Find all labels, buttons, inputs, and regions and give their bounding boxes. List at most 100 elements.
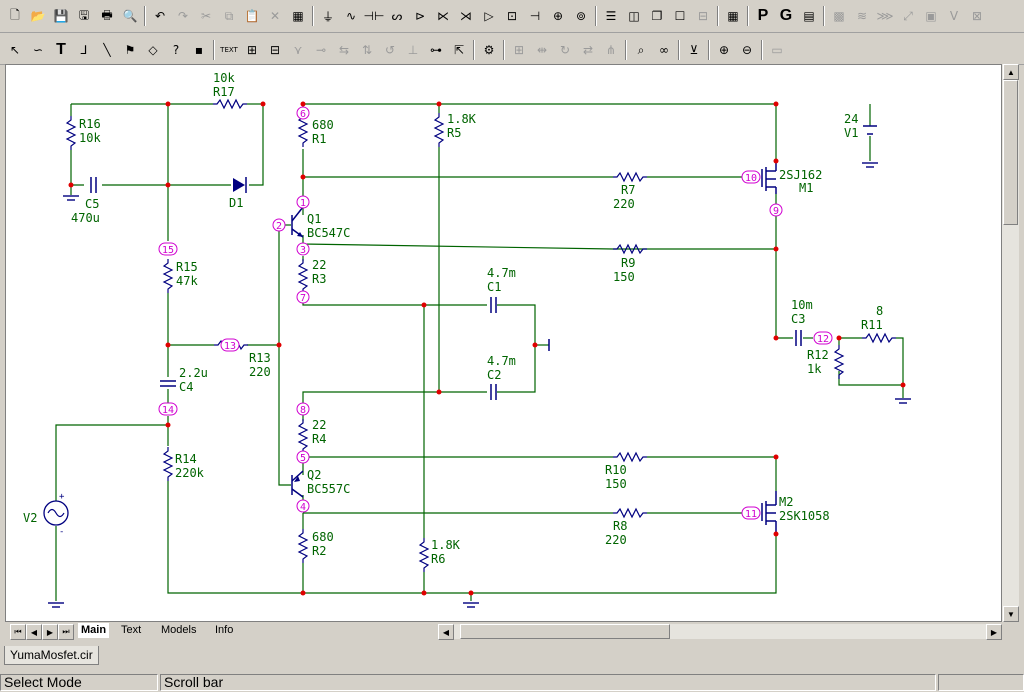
node-numbers-icon[interactable]: ⊶ [430,43,442,57]
rotate-left-icon[interactable]: ↺ [384,43,396,57]
select-mode-icon[interactable]: ↖ [9,43,21,57]
resistor-r16-value: 10k [79,131,101,145]
find-binoculars-icon[interactable]: ∞ [659,43,669,57]
cascade-icon[interactable]: ❐ [651,9,663,23]
zoom-window-icon[interactable]: ⊠ [971,9,983,23]
cut-icon[interactable]: ✂ [200,9,212,23]
npn-icon[interactable]: ⋉ [437,9,449,23]
diode-icon[interactable]: ⊳ [414,9,426,23]
properties-icon[interactable]: ⚙ [483,43,495,57]
prev-tab-icon[interactable]: ◀ [26,624,42,640]
text-toggle-icon[interactable]: TEXT [220,46,238,54]
transistor-q2-id: Q2 [307,468,321,482]
new-file-icon[interactable]: 🗋 [10,7,20,22]
zoom-out-icon[interactable]: ⊖ [741,43,753,57]
wire-tool-icon[interactable]: ⋔ [605,43,617,57]
align-icon[interactable]: ⊥ [407,43,419,57]
node-info-icon[interactable]: ▪ [194,43,204,57]
capacitor-c5-id: C5 [85,197,99,211]
diagonal-wire-icon[interactable]: ╲ [103,43,111,57]
save-all-icon[interactable]: 🖫 [78,7,90,22]
inductor-icon[interactable]: ᔕ [391,9,403,23]
pattern-3-icon[interactable]: ⋙ [876,9,894,23]
last-tab-icon[interactable]: ⏭ [58,624,74,640]
ungroup-icon[interactable]: ⇹ [536,43,548,57]
tile-horizontal-icon[interactable]: ☰ [605,9,617,23]
print-icon[interactable]: 🖶 [101,7,113,22]
window-split-icon[interactable]: ⊟ [697,9,709,23]
paste-icon[interactable]: 📋 [244,9,260,23]
pin-icon[interactable]: ⋎ [293,43,303,57]
group-icon[interactable]: ⊞ [513,43,525,57]
tab-main[interactable]: Main [78,623,110,638]
delete-icon[interactable]: ✕ [269,9,281,23]
zoom-in-icon[interactable]: ⊕ [718,43,730,57]
picture-icon[interactable]: ▣ [925,9,937,23]
save-icon[interactable]: 💾 [53,9,69,23]
probe-icon[interactable]: ⤢ [903,8,913,23]
scroll-right-button[interactable]: ▶ [986,624,1002,640]
pattern-1-icon[interactable]: ▩ [833,9,845,23]
text-mode-icon[interactable]: T [56,41,66,58]
flag-icon[interactable]: ⚑ [124,43,136,57]
find-icon[interactable]: ⌕ [637,42,645,57]
pnp-icon[interactable]: ⋊ [460,9,472,23]
opamp-icon[interactable]: ▷ [484,9,494,23]
print-preview-icon[interactable]: 🔍 [122,9,138,23]
mirror-icon[interactable]: ⇄ [582,43,594,57]
shape-icon[interactable]: ◇ [148,43,158,57]
subcircuit-icon[interactable]: ⊡ [506,9,518,23]
scroll-left-button[interactable]: ◀ [438,624,454,640]
grid-text-icon[interactable]: ⊞ [246,43,258,57]
resistor-r17-id: R17 [213,85,235,99]
scroll-up-button[interactable]: ▲ [1003,64,1019,80]
part-text-icon[interactable]: ⊟ [269,43,281,57]
open-file-icon[interactable]: 📂 [30,9,46,23]
tab-text[interactable]: Text [121,624,142,636]
next-tab-icon[interactable]: ▶ [42,624,58,640]
ground-icon[interactable]: ⏚ [321,9,334,24]
help-info-icon[interactable]: ? [172,43,180,57]
horizontal-scroll-thumb[interactable] [460,624,670,639]
g-key-icon[interactable]: G [779,7,793,24]
flip-y-icon[interactable]: ⇅ [361,43,373,57]
schematic-drawing: + - R1610kR1710kR1680R51.8KC5470uD1Q1BC5… [23,71,911,608]
resistor-icon[interactable]: ∿ [345,9,357,23]
copy-icon[interactable]: ⧉ [224,8,234,23]
window-icon[interactable]: ☐ [674,9,686,23]
scroll-down-button[interactable]: ▼ [1003,606,1019,622]
p-key-icon[interactable]: P [757,7,769,24]
component-window-icon[interactable]: ▤ [803,9,815,23]
tab-models[interactable]: Models [161,624,197,636]
orthogonal-wire-icon[interactable]: ⅃ [80,43,88,57]
battery-icon[interactable]: ⊣ [529,9,541,23]
analysis-icon[interactable]: ⊻ [689,43,699,57]
document-tab[interactable]: YumaMosfet.cir [4,646,99,665]
diode-d1-symbol [233,177,247,193]
capacitor-icon[interactable]: ⊣⊢ [363,9,385,23]
select-all-icon[interactable]: ▦ [292,9,304,23]
vertical-scroll-thumb[interactable] [1003,80,1018,225]
calculator-icon[interactable]: ▦ [727,9,739,23]
voltage-source-icon[interactable]: ⊚ [575,9,587,23]
step-icon[interactable]: ⊸ [315,43,327,57]
camera-icon[interactable]: ▭ [771,43,783,57]
svg-text:8: 8 [300,405,306,416]
tab-info[interactable]: Info [215,624,234,636]
svg-text:3: 3 [300,245,306,256]
battery-v1-value: 24 [844,112,858,126]
tile-vertical-icon[interactable]: ◫ [628,9,640,23]
wire-mode-icon[interactable]: ∽ [32,43,44,57]
undo-icon[interactable]: ↶ [154,9,166,23]
first-tab-icon[interactable]: ⏮ [10,624,26,640]
current-source-icon[interactable]: ⊕ [552,9,564,23]
flip-x-icon[interactable]: ⇆ [338,43,350,57]
node-marker: 10 [741,170,761,184]
redo-icon[interactable]: ↷ [177,9,189,23]
resistor-r15-value: 47k [176,274,198,288]
rotate-icon[interactable]: ↻ [559,43,571,57]
subscript-icon[interactable]: V [949,9,959,23]
pin-connect-icon[interactable]: ⇱ [453,43,465,57]
pattern-2-icon[interactable]: ≋ [856,9,868,23]
